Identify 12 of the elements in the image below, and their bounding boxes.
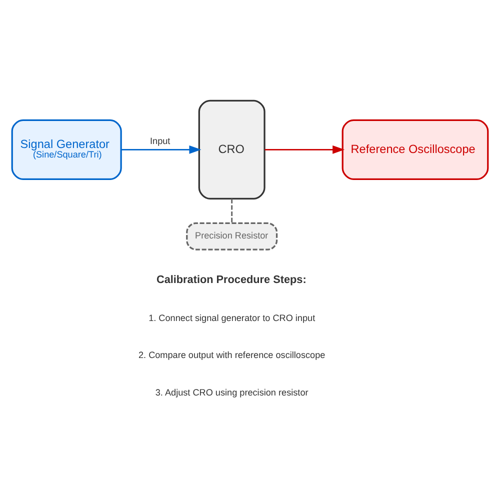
label: Calibration Procedure Steps:: [156, 274, 306, 286]
label: 2. Compare output with reference oscilloscope: [138, 350, 326, 360]
arrow: [121, 145, 202, 154]
node-box: Signal Generator (Sine/Square/Tri): [11, 119, 122, 180]
node-box: CRO: [198, 100, 266, 200]
label: 3. Adjust CRO using precision resistor: [155, 387, 308, 398]
connector: [231, 198, 233, 223]
edge-label: Input: [150, 136, 170, 146]
node-box: Precision Resistor: [186, 222, 278, 250]
node-box: Reference Oscilloscope: [342, 119, 489, 180]
arrow: [264, 145, 345, 154]
label: 1. Connect signal generator to CRO input: [148, 312, 316, 323]
